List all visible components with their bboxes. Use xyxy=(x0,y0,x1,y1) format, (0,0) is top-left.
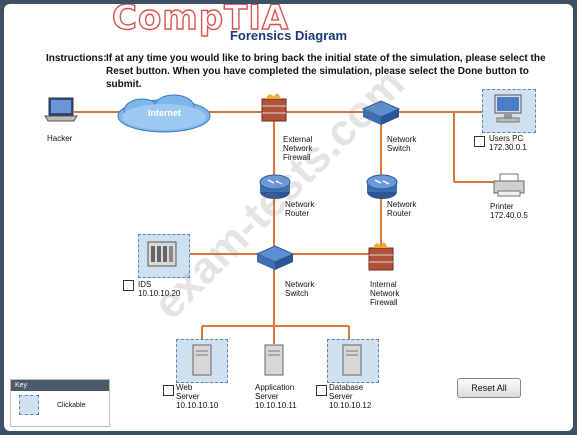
db-server-checkbox[interactable] xyxy=(316,385,327,396)
users-pc-name: Users PC xyxy=(489,134,524,143)
switch-top-line1: Network xyxy=(387,135,417,144)
ext-fw-line3: Firewall xyxy=(283,153,311,162)
network-router-right-icon xyxy=(366,174,398,199)
printer-ip: 172.40.0.5 xyxy=(490,211,528,220)
internet-label: Internet xyxy=(148,108,182,118)
web-server-ip: 10.10.10.10 xyxy=(176,401,219,410)
external-firewall-icon xyxy=(261,93,287,122)
instructions-label: Instructions: xyxy=(46,53,107,64)
application-server-icon xyxy=(264,344,284,376)
app-server-line2: Server xyxy=(255,392,279,401)
internal-firewall-icon xyxy=(368,242,394,271)
ids-ip: 10.10.10.20 xyxy=(138,289,181,298)
users-pc-checkbox[interactable] xyxy=(474,136,485,147)
router-left-line2: Router xyxy=(285,209,310,218)
router-right-line1: Network xyxy=(387,200,417,209)
ids-checkbox[interactable] xyxy=(123,280,134,291)
key-clickable-label: Clickable xyxy=(57,402,86,409)
users-pc-label: Users PC 172.30.0.1 xyxy=(489,134,527,152)
int-fw-line3: Firewall xyxy=(370,298,398,307)
printer-icon xyxy=(493,173,525,197)
page-title: Forensics Diagram xyxy=(229,28,348,43)
legend-key: Key Clickable xyxy=(10,379,110,427)
app-server-label: Application Server 10.10.10.11 xyxy=(255,383,297,410)
ids-name: IDS xyxy=(138,280,152,289)
key-clickable-swatch xyxy=(19,395,39,415)
switch-mid-line1: Network xyxy=(285,280,315,289)
web-server-line2: Server xyxy=(176,392,200,401)
router-left-line1: Network xyxy=(285,200,315,209)
database-server-icon xyxy=(342,344,362,376)
network-switch-top-icon xyxy=(361,100,401,125)
db-server-line1: Database xyxy=(329,383,364,392)
db-server-line2: Server xyxy=(329,392,353,401)
hacker-laptop-icon xyxy=(44,97,78,122)
app-server-ip: 10.10.10.11 xyxy=(255,401,297,410)
instructions-line2: Reset button. When you have completed th… xyxy=(106,66,529,90)
printer-name: Printer xyxy=(490,202,514,211)
int-fw-line2: Network xyxy=(370,289,400,298)
users-pc-ip: 172.30.0.1 xyxy=(489,143,527,152)
internal-firewall-label: Internal Network Firewall xyxy=(370,280,399,307)
web-server-line1: Web xyxy=(176,383,193,392)
ids-clickable[interactable] xyxy=(138,234,190,278)
key-header: Key xyxy=(11,380,109,391)
web-server-checkbox[interactable] xyxy=(163,385,174,396)
web-server-icon xyxy=(192,344,212,376)
network-switch-mid-icon xyxy=(255,245,295,270)
web-server-label: Web Server 10.10.10.10 xyxy=(176,383,218,410)
router-right-line2: Router xyxy=(387,209,412,218)
db-server-label: Database Server 10.10.10.12 xyxy=(329,383,371,410)
users-pc-icon xyxy=(494,94,522,123)
ids-device-icon xyxy=(147,241,177,267)
router-right-label: Network Router xyxy=(387,200,416,218)
network-router-left-icon xyxy=(259,174,291,199)
hacker-label: Hacker xyxy=(47,134,73,143)
int-fw-line1: Internal xyxy=(370,280,397,289)
router-left-label: Network Router xyxy=(285,200,314,218)
external-firewall-label: External Network Firewall xyxy=(283,135,312,162)
ext-fw-line2: Network xyxy=(283,144,313,153)
printer-label: Printer 172.40.0.5 xyxy=(490,202,528,220)
switch-top-label: Network Switch xyxy=(387,135,416,153)
instructions-line1: If at any time you would like to bring b… xyxy=(106,53,546,64)
instructions: Instructions:If at any time you would li… xyxy=(46,52,566,91)
app-server-line1: Application xyxy=(255,383,295,392)
ext-fw-line1: External xyxy=(283,135,313,144)
switch-mid-label: Network Switch xyxy=(285,280,314,298)
db-server-ip: 10.10.10.12 xyxy=(329,401,372,410)
reset-all-button[interactable]: Reset All xyxy=(457,378,521,398)
internet-cloud-icon xyxy=(117,94,211,133)
switch-mid-line2: Switch xyxy=(285,289,309,298)
simulation-frame: CompTIA Forensics Diagram Instructions:I… xyxy=(4,4,573,431)
switch-top-line2: Switch xyxy=(387,144,411,153)
ids-label: IDS 10.10.10.20 xyxy=(138,280,180,298)
comptia-logo: CompTIA xyxy=(111,4,290,39)
